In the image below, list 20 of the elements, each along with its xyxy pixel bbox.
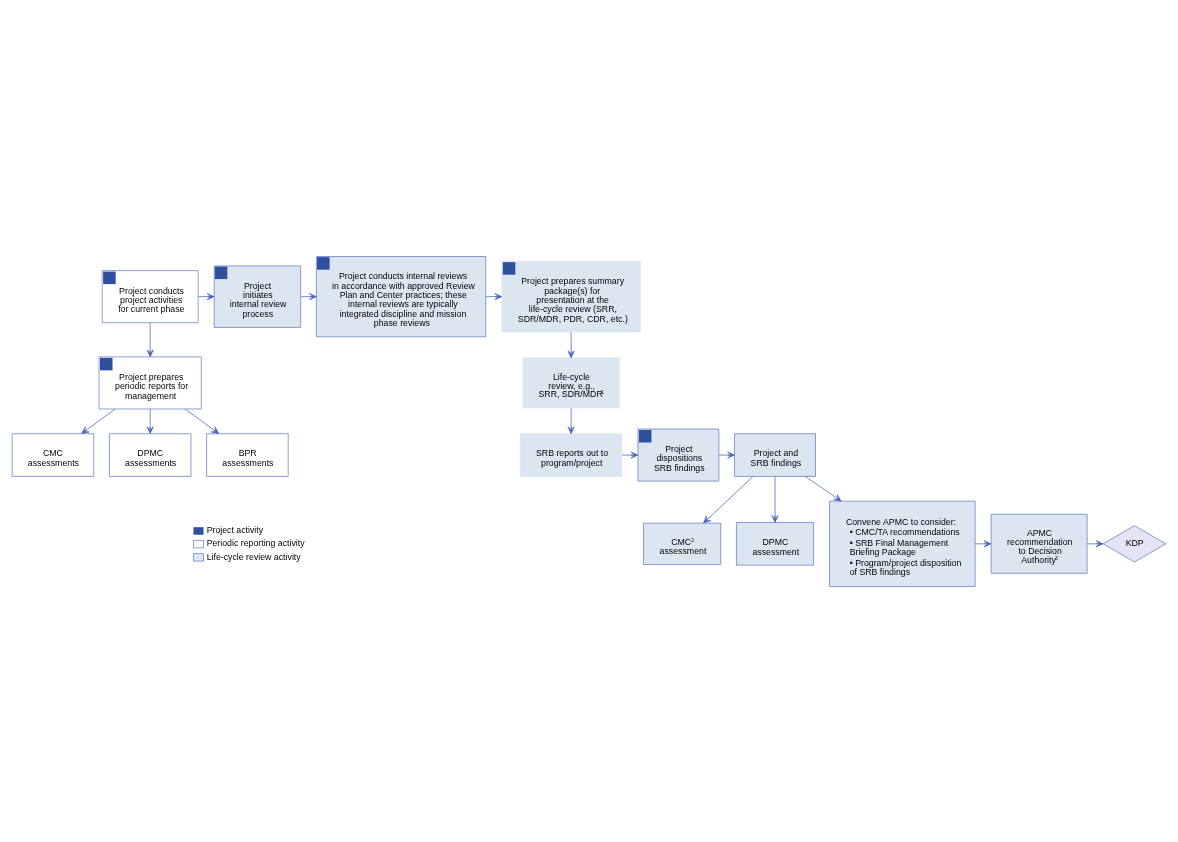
node-diamond: KDP <box>1102 524 1167 562</box>
arrow <box>703 475 754 523</box>
arrow <box>567 331 575 358</box>
arrow <box>567 407 575 434</box>
arrow <box>804 475 842 501</box>
arrow <box>718 451 735 459</box>
arrow <box>974 539 992 547</box>
arrow <box>198 292 215 300</box>
arrow <box>146 408 154 434</box>
arrow <box>1086 539 1104 547</box>
arrow <box>81 408 116 434</box>
legend-label: Life-cycle review activity <box>206 551 301 562</box>
arrow <box>184 408 220 434</box>
arrow <box>300 292 317 300</box>
arrow <box>485 292 503 300</box>
arrow <box>621 451 639 459</box>
legend-label: Project activity <box>206 524 264 535</box>
arrow <box>146 321 154 357</box>
arrow <box>771 475 779 523</box>
legend-label: Periodic reporting activity <box>206 537 305 548</box>
